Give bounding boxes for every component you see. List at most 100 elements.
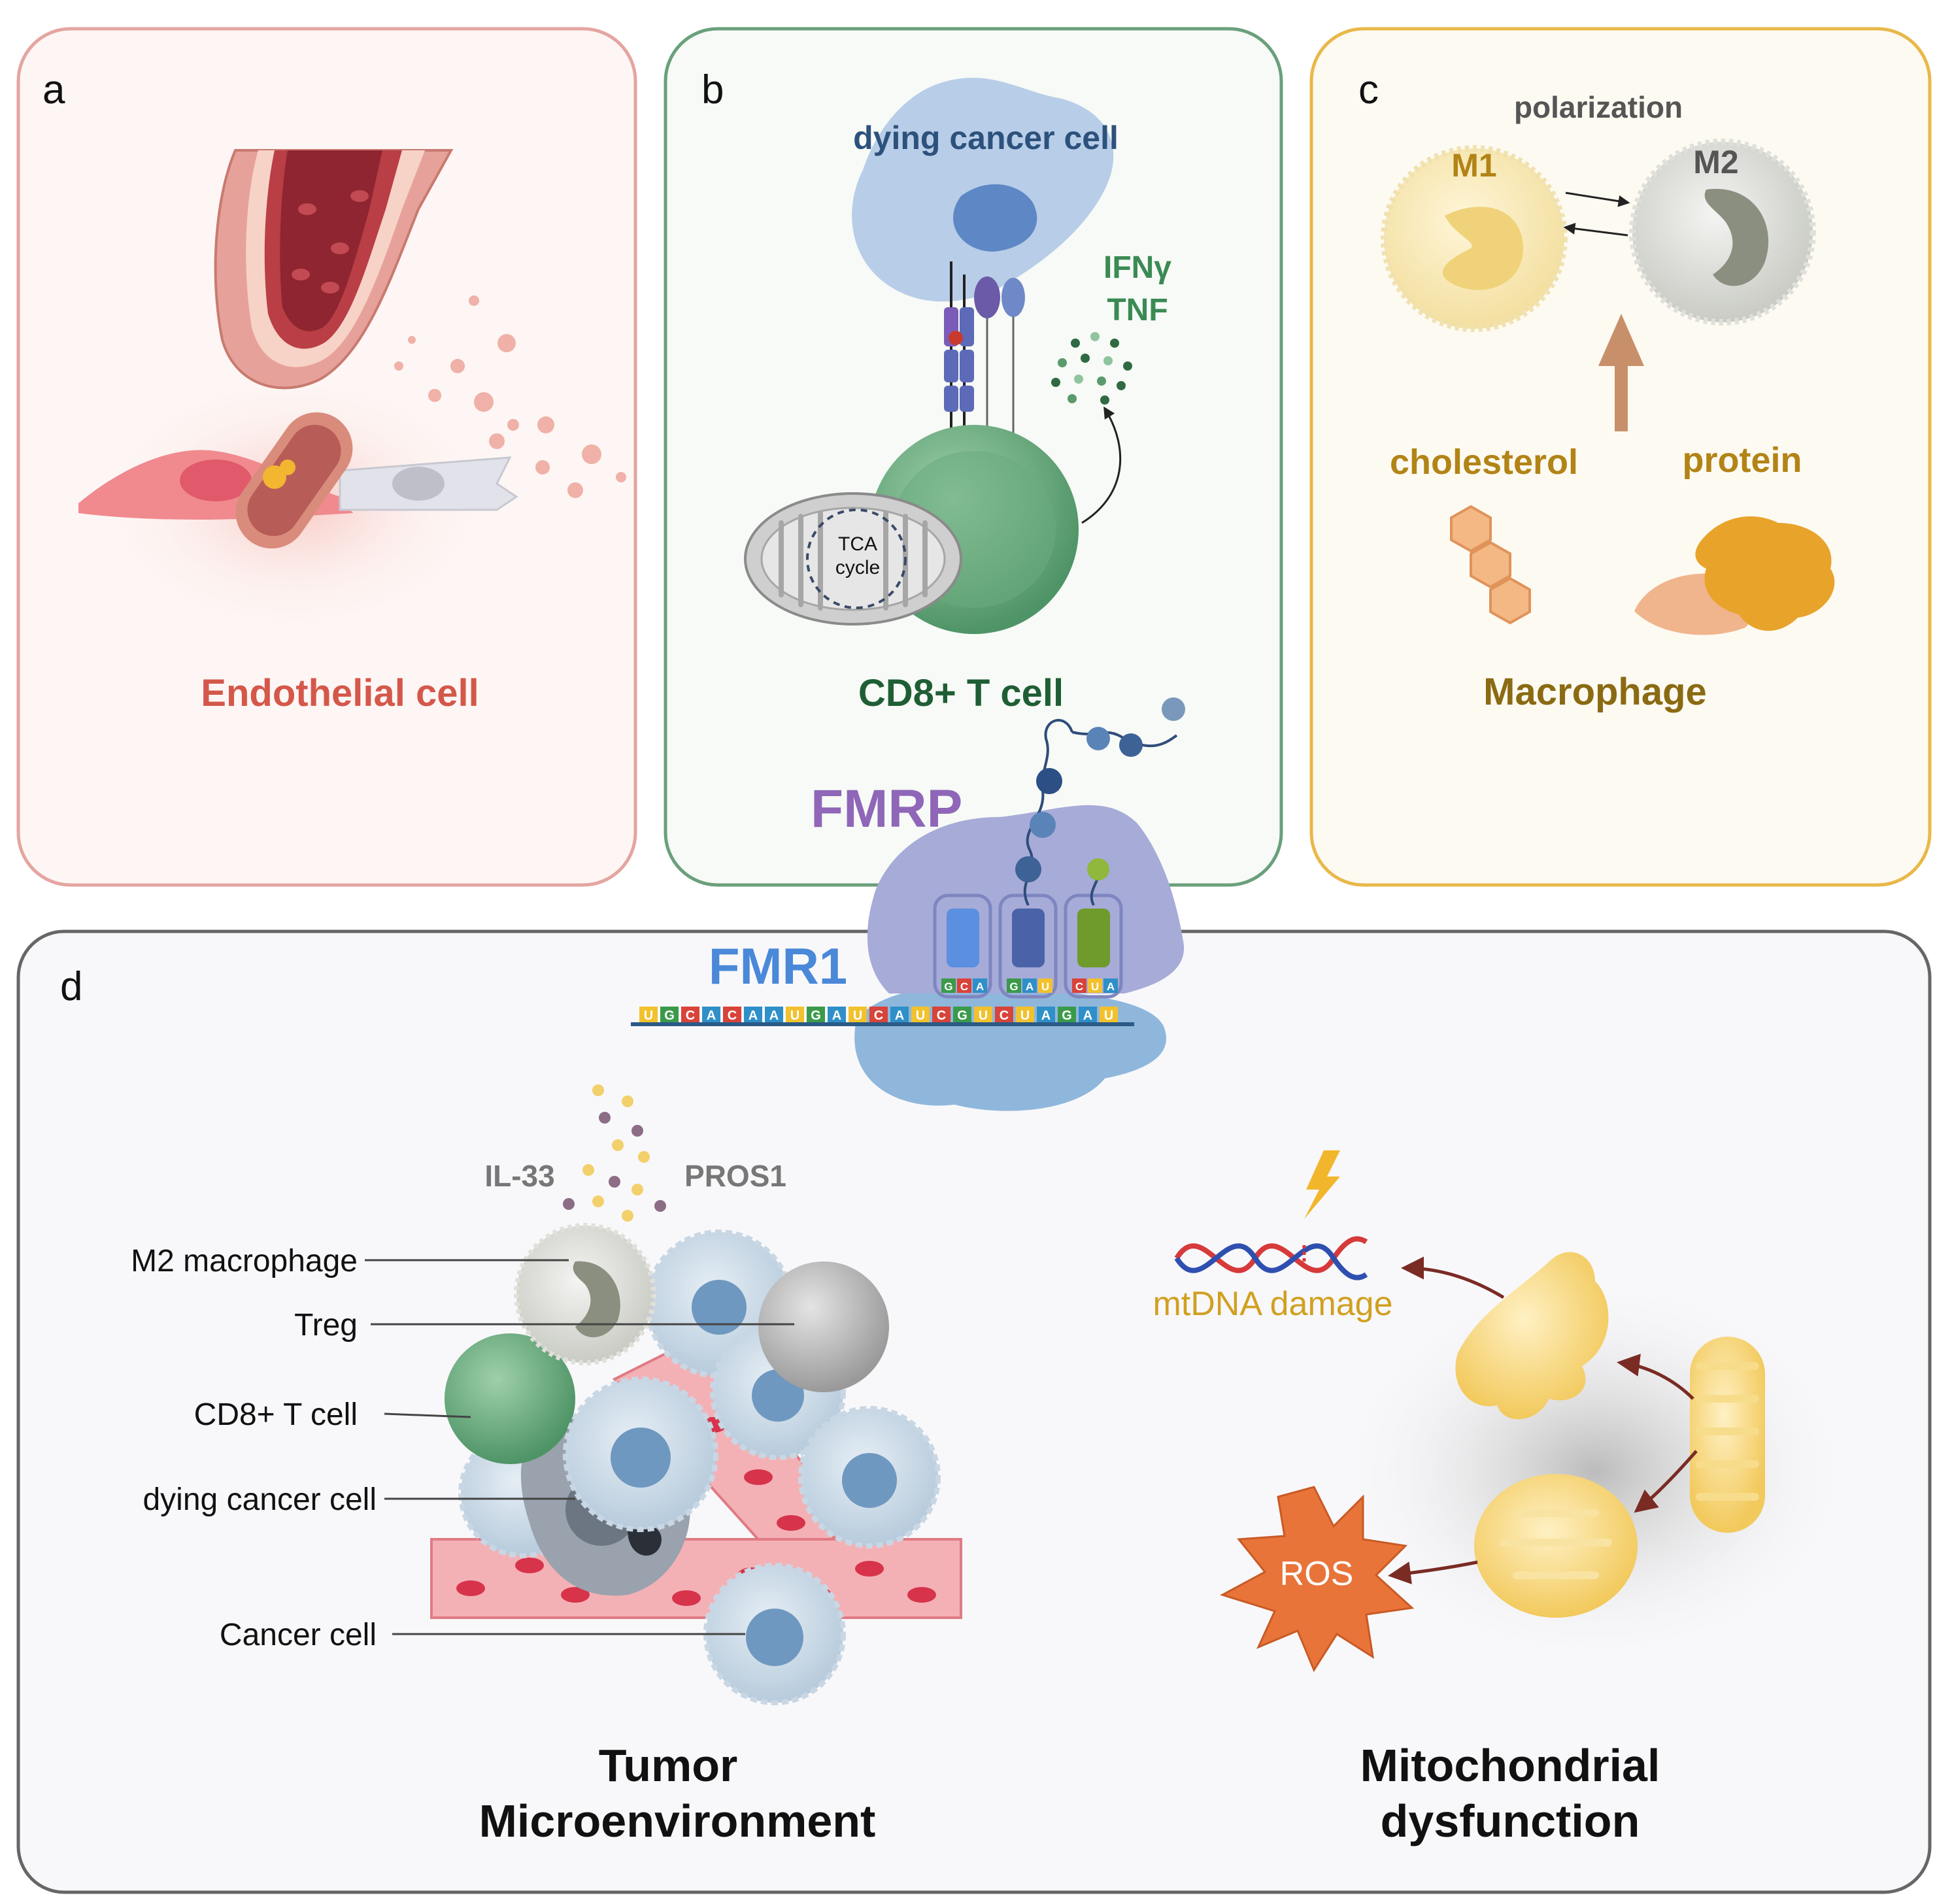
mito-title-line1: Mitochondrial xyxy=(1360,1740,1660,1791)
mrna-base-letter: C xyxy=(937,1009,946,1023)
ros-label: ROS xyxy=(1280,1555,1354,1593)
mrna-base-letter: U xyxy=(790,1009,799,1023)
tca-label-1: TCA xyxy=(838,533,877,555)
mrna-base-letter: U xyxy=(1104,1009,1113,1023)
callout-m2-macrophage: M2 macrophage xyxy=(131,1244,358,1278)
mrna-base-block xyxy=(953,1007,971,1022)
codon-base-letter: A xyxy=(976,980,984,993)
cytokine-dots xyxy=(1051,332,1132,405)
m2-label: M2 xyxy=(1693,144,1738,180)
m2-macrophage-shape xyxy=(1629,139,1816,326)
nutrient-arrow xyxy=(1598,314,1644,431)
mrna-base-block xyxy=(828,1007,846,1022)
mrna-base-letter: A xyxy=(895,1009,904,1023)
mrna-base-letter: C xyxy=(1000,1009,1009,1023)
mrna-base-block xyxy=(932,1007,951,1022)
mrna-base-block xyxy=(1037,1007,1055,1022)
mrna-base-letter: G xyxy=(1062,1009,1072,1023)
mrna-base-letter: U xyxy=(853,1009,862,1023)
callout-cancer-cell: Cancer cell xyxy=(220,1618,377,1652)
tca-label-2: cycle xyxy=(835,557,880,578)
m1-label: M1 xyxy=(1451,147,1496,184)
panel-c-title: Macrophage xyxy=(1483,671,1707,713)
mrna-base-letter: A xyxy=(1041,1009,1051,1023)
tme-treg xyxy=(758,1261,889,1392)
secreted-factor-dots xyxy=(563,1084,666,1222)
cholesterol-label: cholesterol xyxy=(1390,443,1578,482)
arrow-to-mtdna xyxy=(1401,1256,1505,1299)
callout-lines xyxy=(365,1259,794,1635)
codon-base-block xyxy=(941,978,956,993)
codon-base-block xyxy=(1038,978,1052,993)
panel-d: d IL-33 PROS1 xyxy=(16,929,1932,1894)
tcr-receptors xyxy=(944,261,1025,458)
ros-burst-icon xyxy=(1220,1486,1415,1673)
mrna-base-block xyxy=(807,1007,825,1022)
mrna-base-block xyxy=(1079,1007,1097,1022)
panel-d-letter: d xyxy=(60,964,82,1009)
tme-title-line2: Microenvironment xyxy=(479,1795,876,1846)
mrna-base-block xyxy=(639,1007,658,1022)
lightning-icon xyxy=(1304,1150,1340,1219)
panel-c: c polarization M1 M2 cholesterol protein… xyxy=(1309,27,1932,887)
m1-to-m2-arrow xyxy=(1565,192,1630,207)
mrna-base-letter: U xyxy=(916,1009,925,1023)
cholesterol-icon xyxy=(1450,505,1531,625)
blood-vessel-illustration xyxy=(214,149,454,390)
fmr1-label: FMR1 xyxy=(709,937,847,995)
tme-cd8-t-cell xyxy=(445,1333,575,1464)
mrna-base-letter: G xyxy=(957,1009,968,1023)
codon-base-block xyxy=(1103,978,1118,993)
cytokine-ifng-label: IFNγ xyxy=(1103,250,1171,285)
arrow-to-damaged-mito xyxy=(1617,1354,1694,1400)
m2-to-m1-arrow xyxy=(1563,222,1628,237)
mrna-base-letter: A xyxy=(769,1009,779,1023)
mrna-base-letter: G xyxy=(664,1009,675,1023)
mitochondrion-tca xyxy=(744,492,962,626)
pros1-label: PROS1 xyxy=(684,1159,786,1193)
mrna-base-letter: A xyxy=(707,1009,716,1023)
trna-sites xyxy=(933,894,1123,999)
codon-base-block xyxy=(1007,978,1021,993)
mrna-base-block xyxy=(1100,1007,1118,1022)
fmrp-label: FMRP xyxy=(811,779,962,839)
mrna-base-block xyxy=(702,1007,720,1022)
mrna-base-letter: U xyxy=(1020,1009,1030,1023)
codon-base-block xyxy=(1022,978,1037,993)
damaged-mitochondrion xyxy=(1455,1252,1609,1420)
mrna-base-letter: C xyxy=(874,1009,883,1023)
mrna-base-letter: C xyxy=(728,1009,737,1023)
mrna-base-block xyxy=(744,1007,762,1022)
arrow-to-ros xyxy=(1388,1560,1478,1584)
codon-base-letter: A xyxy=(1107,980,1115,993)
mrna-base-block xyxy=(869,1007,888,1022)
polarization-label: polarization xyxy=(1514,90,1683,124)
mrna-base-block xyxy=(974,1007,992,1022)
m1-nucleus xyxy=(1443,207,1523,290)
callout-dying-cancer-cell: dying cancer cell xyxy=(143,1482,377,1517)
codon-base-letter: G xyxy=(1009,980,1018,993)
mrna-base-letter: A xyxy=(749,1009,758,1023)
mrna-base-block xyxy=(1016,1007,1034,1022)
cytokine-secretion-arrow xyxy=(1081,406,1122,524)
il33-label: IL-33 xyxy=(484,1159,554,1193)
panel-c-letter: c xyxy=(1358,67,1379,112)
mrna-base-letter: C xyxy=(686,1009,695,1023)
mrna-base-block xyxy=(765,1007,783,1022)
mrna-base-letter: U xyxy=(979,1009,988,1023)
cytokine-tnf-label: TNF xyxy=(1107,293,1168,327)
codon-base-block xyxy=(1088,978,1102,993)
callout-treg: Treg xyxy=(294,1308,358,1343)
panel-b-letter: b xyxy=(701,67,724,112)
codon-base-block xyxy=(1072,978,1086,993)
mrna-base-block xyxy=(786,1007,804,1022)
mrna-base-block xyxy=(911,1007,930,1022)
mrna-base-block xyxy=(723,1007,741,1022)
panel-b: b dying cancer cell IFNγ TNF xyxy=(664,27,1283,887)
dying-cancer-cell-label: dying cancer cell xyxy=(853,120,1119,156)
codon-base-letter: G xyxy=(944,980,952,993)
